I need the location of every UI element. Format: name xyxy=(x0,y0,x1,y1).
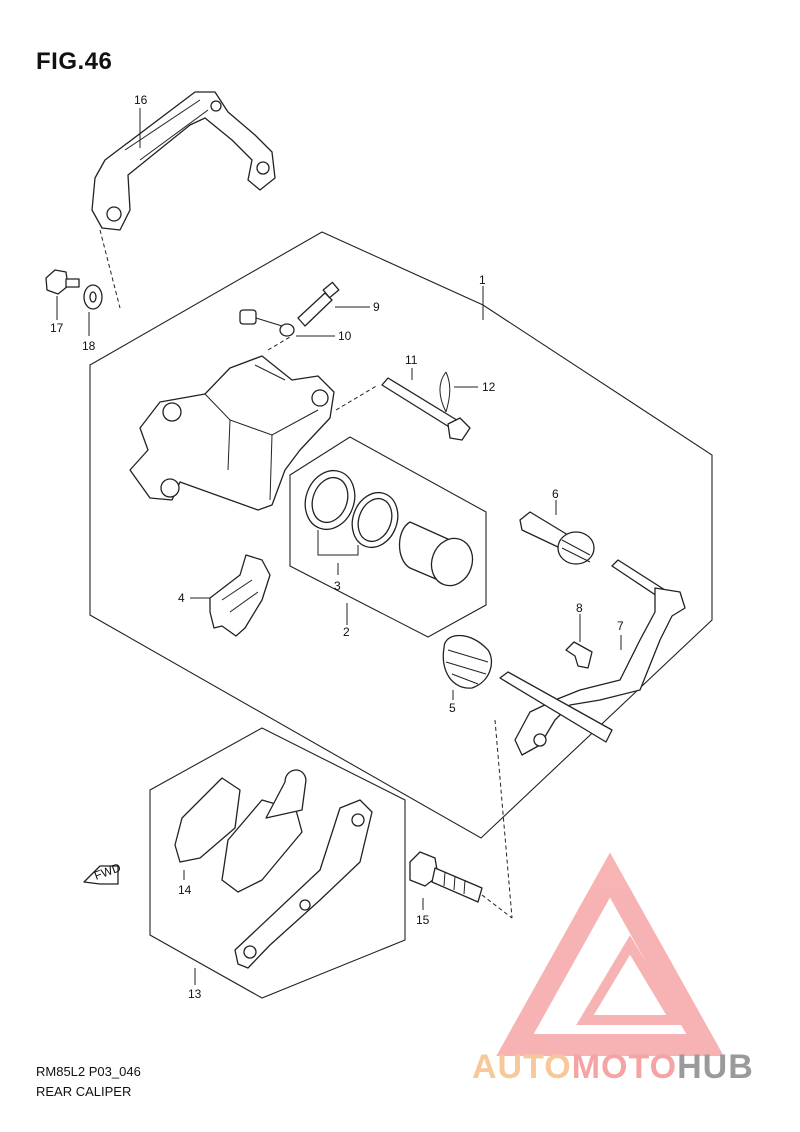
section-name: REAR CALIPER xyxy=(36,1084,132,1099)
label-16: 16 xyxy=(134,93,148,107)
bolt-17 xyxy=(45,269,80,295)
cap-10 xyxy=(239,309,295,337)
figure-title: FIG.46 xyxy=(36,48,113,75)
assembly-frame-1 xyxy=(89,231,713,839)
label-15: 15 xyxy=(416,913,430,927)
label-1: 1 xyxy=(479,273,486,287)
bracket-16 xyxy=(91,91,276,231)
label-5: 5 xyxy=(449,701,456,715)
watermark-text: AUTOMOTOHUB xyxy=(472,1048,754,1087)
holder-7 xyxy=(499,559,686,756)
label-8: 8 xyxy=(576,601,583,615)
label-9: 9 xyxy=(373,300,380,314)
watermark-logo-icon xyxy=(496,852,724,1056)
piston xyxy=(398,521,474,587)
piston-frame-2 xyxy=(289,436,487,638)
leader-lines xyxy=(56,108,622,985)
bleeder-9 xyxy=(297,281,340,327)
label-18: 18 xyxy=(82,339,96,353)
pad-frame-13 xyxy=(149,727,406,999)
pads-14 xyxy=(174,769,373,969)
washer-18 xyxy=(83,284,103,310)
model-code: RM85L2 P03_046 xyxy=(36,1064,141,1079)
label-17: 17 xyxy=(50,321,64,335)
slide-pin-6 xyxy=(519,511,595,565)
clip-8 xyxy=(565,641,593,669)
caliper-body xyxy=(129,355,335,511)
label-14: 14 xyxy=(178,883,192,897)
label-2: 2 xyxy=(343,625,350,639)
label-4: 4 xyxy=(178,591,185,605)
label-6: 6 xyxy=(552,487,559,501)
label-13: 13 xyxy=(188,987,202,1001)
retainer-4 xyxy=(209,554,271,637)
label-12: 12 xyxy=(482,380,496,394)
watermark-part-a: AUTO xyxy=(472,1048,572,1086)
clip-12 xyxy=(439,371,451,413)
label-3: 3 xyxy=(334,579,341,593)
watermark-part-c: HUB xyxy=(677,1048,754,1086)
label-7: 7 xyxy=(617,619,624,633)
fwd-arrow-icon: FWD xyxy=(83,860,123,885)
watermark-part-b: MOTO xyxy=(571,1048,678,1086)
label-11: 11 xyxy=(405,353,418,367)
bolt-15 xyxy=(409,851,483,903)
seal-3 xyxy=(304,469,399,556)
pin-11 xyxy=(381,377,471,441)
label-10: 10 xyxy=(338,329,352,343)
boot-5 xyxy=(442,635,493,689)
